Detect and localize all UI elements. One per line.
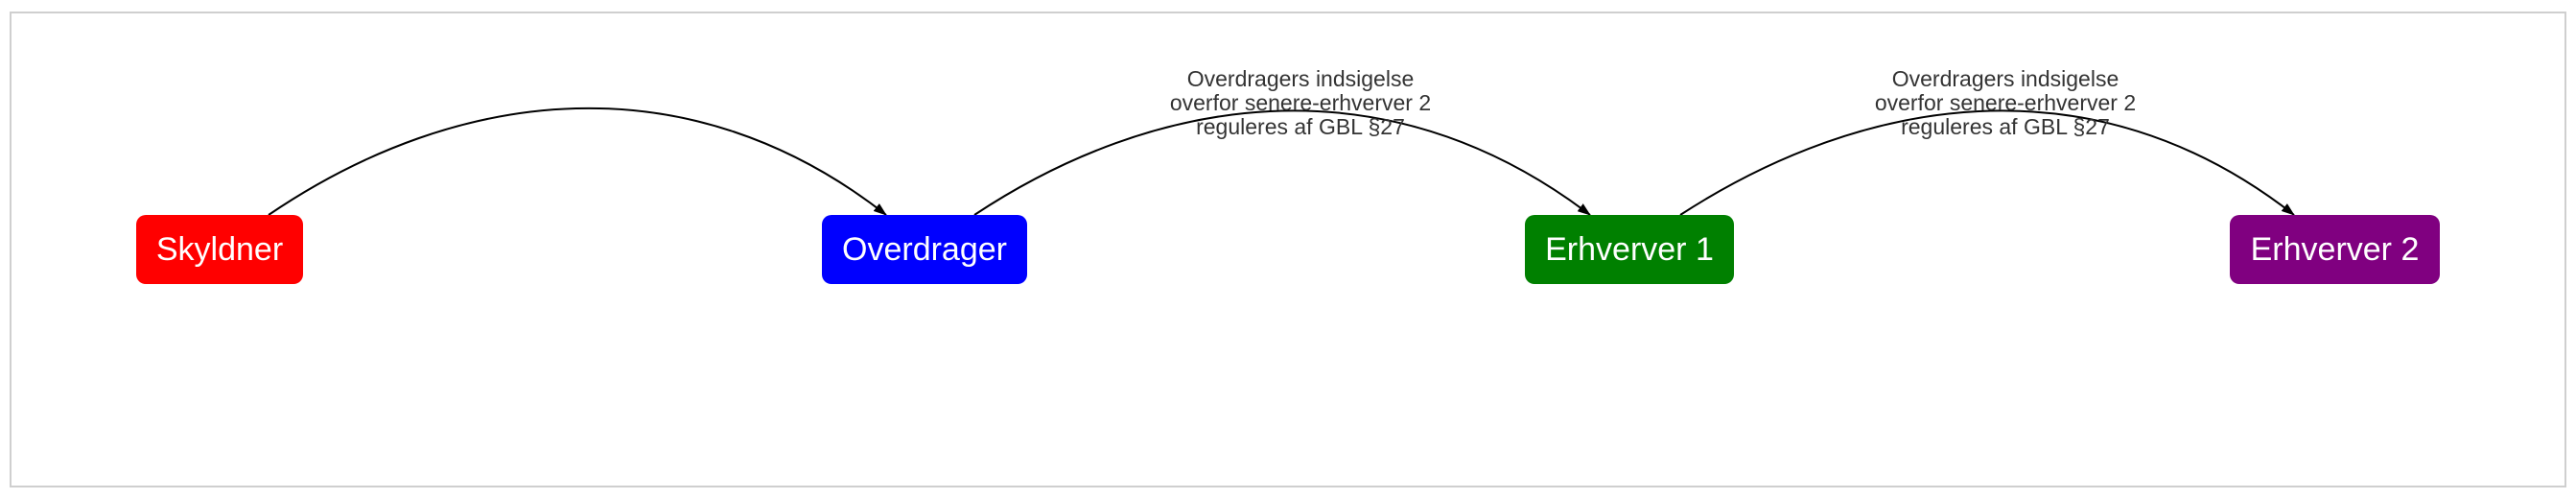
edge-skyldner-overdrager <box>268 107 887 216</box>
node-overdrager[interactable]: Overdrager <box>822 215 1027 284</box>
edge-label-erhverver1-erhverver2: Overdragers indsigelse overfor senere-er… <box>1804 67 2207 139</box>
edge-label-line: reguleres af GBL §27 <box>1196 114 1405 139</box>
edge-label-line: Overdragers indsigelse <box>1891 66 2119 91</box>
edge-overdrager-erhverver1 <box>973 109 1591 216</box>
node-erhverver-1[interactable]: Erhverver 1 <box>1525 215 1734 284</box>
edge-label-line: Overdragers indsigelse <box>1186 66 1415 91</box>
edge-erhverver1-erhverver2 <box>1679 109 2295 216</box>
node-erhverver-2[interactable]: Erhverver 2 <box>2230 215 2440 284</box>
diagram-frame <box>10 12 2566 487</box>
node-skyldner[interactable]: Skyldner <box>136 215 303 284</box>
edge-label-overdrager-erhverver1: Overdragers indsigelse overfor senere-er… <box>1099 67 1502 139</box>
edge-label-line: reguleres af GBL §27 <box>1901 114 2110 139</box>
edge-label-line: overfor senere-erhverver 2 <box>1169 90 1432 115</box>
edge-label-line: overfor senere-erhverver 2 <box>1874 90 2137 115</box>
